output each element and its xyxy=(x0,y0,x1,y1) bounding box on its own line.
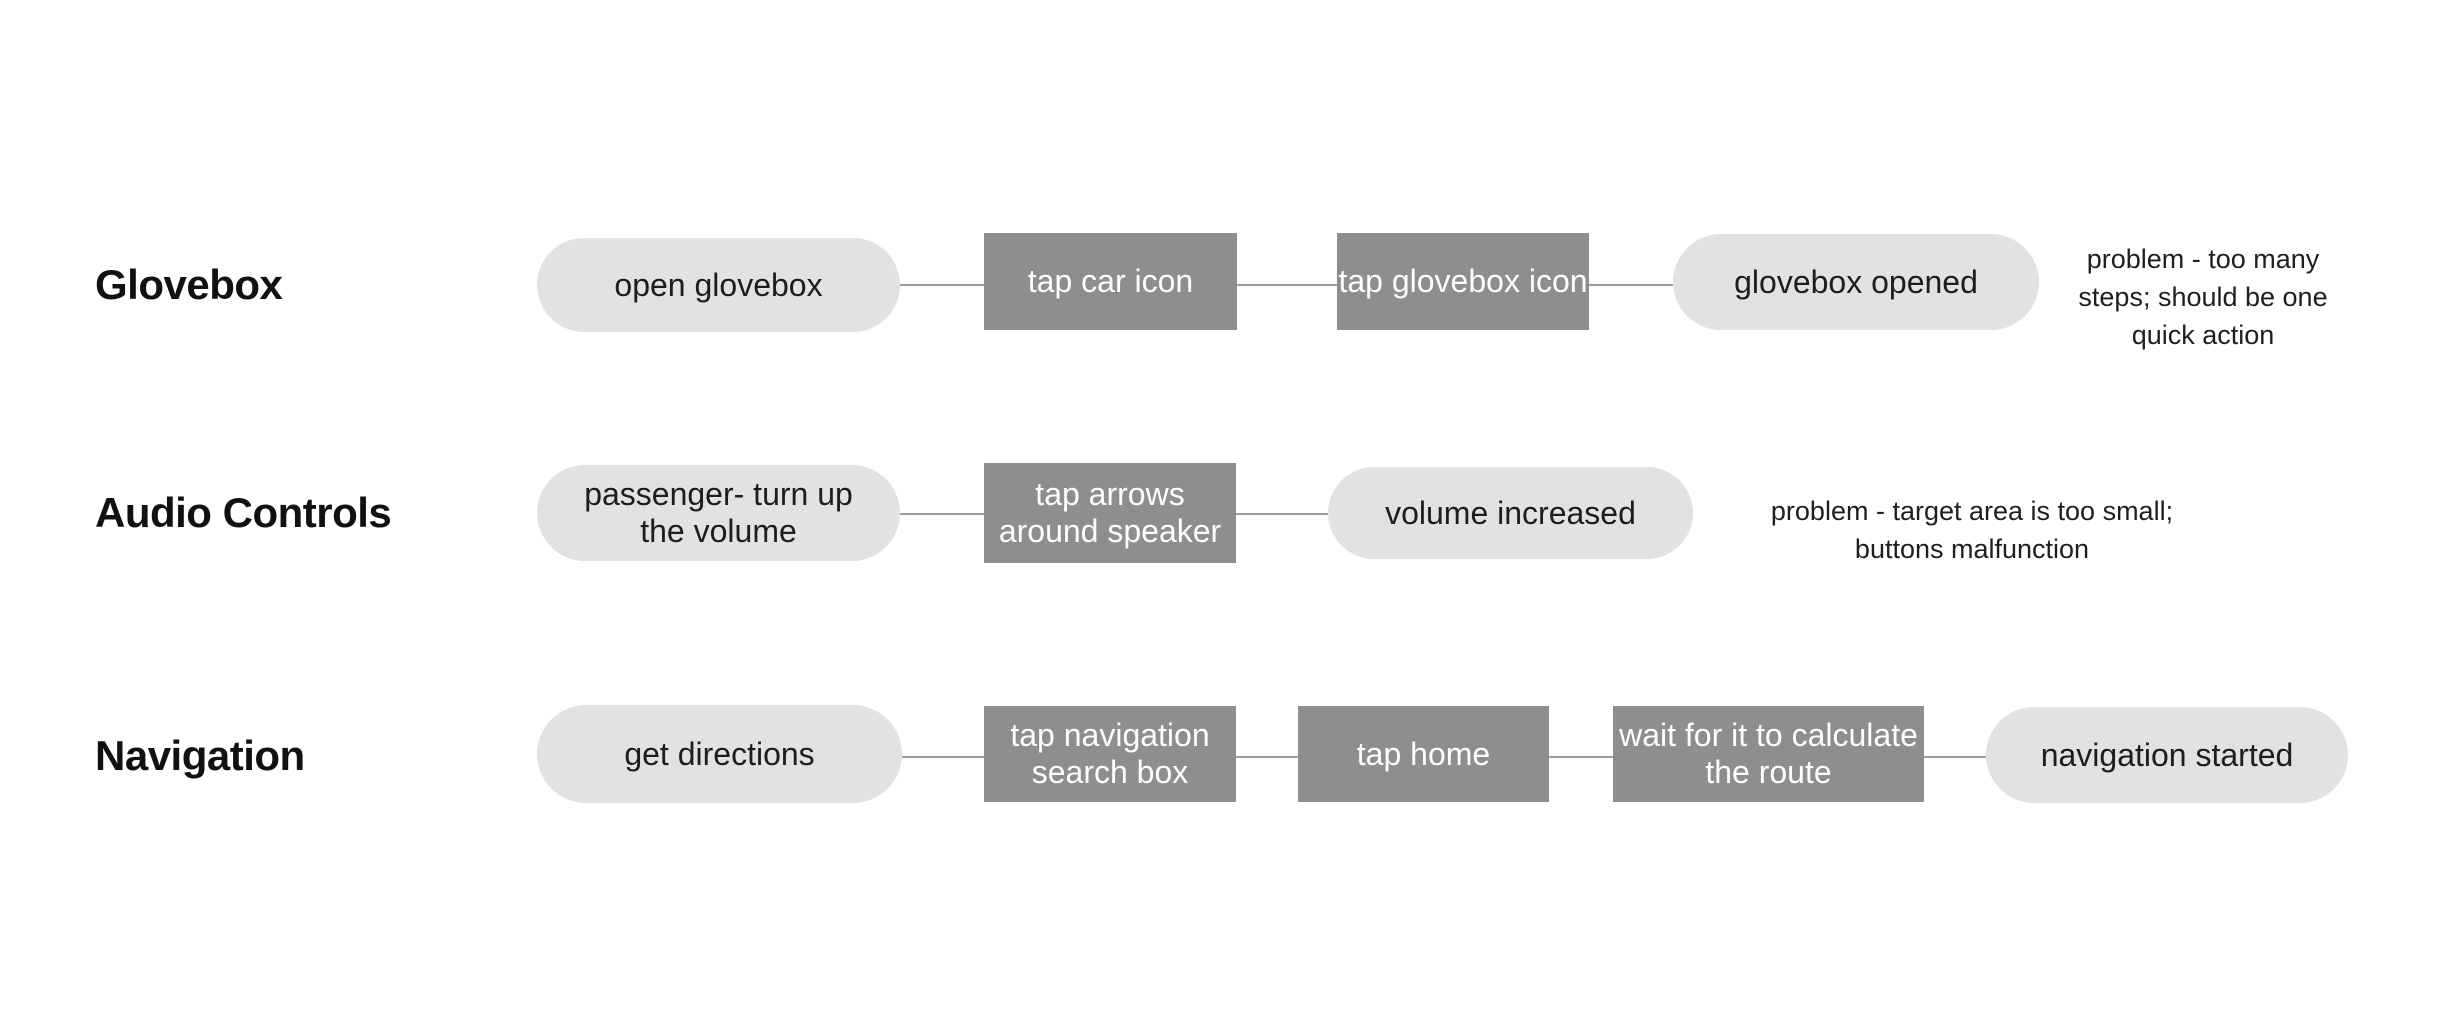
node-label: get directions xyxy=(624,735,815,772)
flow-node-tap-arrows-around-speaker[interactable]: tap arrows around speaker xyxy=(984,463,1236,563)
annotation-line: steps; should be one xyxy=(2078,282,2328,312)
node-label: volume increased xyxy=(1385,494,1636,531)
flow-node-tap-home[interactable]: tap home xyxy=(1298,706,1549,802)
row-label-audio-controls: Audio Controls xyxy=(95,489,392,536)
node-label: passenger- turn up xyxy=(584,476,853,513)
connector-line xyxy=(1236,756,1298,758)
connector-line xyxy=(900,284,984,286)
row-label-navigation: Navigation xyxy=(95,732,305,779)
annotation-line: quick action xyxy=(2131,320,2275,350)
node-label: around speaker xyxy=(998,513,1222,549)
annotation-glovebox-problem: problem - too many steps; should be one … xyxy=(1973,240,2433,354)
node-label: the volume xyxy=(640,513,797,549)
flow-node-glovebox-opened[interactable]: glovebox opened xyxy=(1673,234,2039,330)
connector-line xyxy=(902,756,984,758)
flow-node-tap-navigation-search-box[interactable]: tap navigation search box xyxy=(984,706,1236,802)
connector-line xyxy=(1589,284,1673,286)
node-label: open glovebox xyxy=(614,266,823,303)
flow-node-passenger-turn-up-volume[interactable]: passenger- turn up the volume xyxy=(537,465,900,561)
annotation-line: problem - too many xyxy=(2086,244,2320,274)
node-label: tap home xyxy=(1356,735,1491,772)
connector-line xyxy=(900,513,984,515)
node-label: tap navigation xyxy=(1010,717,1210,754)
connector-line xyxy=(1924,756,1986,758)
node-label: tap glovebox icon xyxy=(1338,263,1588,300)
annotation-line: problem - target area is too small; xyxy=(1770,496,2174,526)
node-label: wait for it to calculate xyxy=(1619,717,1918,754)
annotation-audio-problem: problem - target area is too small; butt… xyxy=(1742,492,2202,568)
row-label-glovebox: Glovebox xyxy=(95,261,283,308)
flow-node-navigation-started[interactable]: navigation started xyxy=(1986,707,2348,803)
flow-node-get-directions[interactable]: get directions xyxy=(537,705,902,803)
flow-node-wait-calculate-route[interactable]: wait for it to calculate the route xyxy=(1613,706,1924,802)
flow-node-tap-car-icon[interactable]: tap car icon xyxy=(984,233,1237,330)
node-label: tap arrows xyxy=(1035,476,1185,513)
connector-line xyxy=(1549,756,1613,758)
node-label: tap car icon xyxy=(1027,263,1194,300)
node-label: navigation started xyxy=(2040,736,2294,773)
connector-line xyxy=(1236,513,1328,515)
connector-line xyxy=(1237,284,1337,286)
node-label: the route xyxy=(1705,754,1832,790)
flow-node-open-glovebox[interactable]: open glovebox xyxy=(537,238,900,332)
flow-node-tap-glovebox-icon[interactable]: tap glovebox icon xyxy=(1337,233,1589,330)
flow-node-volume-increased[interactable]: volume increased xyxy=(1328,467,1693,559)
annotation-line: buttons malfunction xyxy=(1854,534,2090,564)
node-label: glovebox opened xyxy=(1734,263,1978,300)
node-label: search box xyxy=(1031,754,1189,790)
